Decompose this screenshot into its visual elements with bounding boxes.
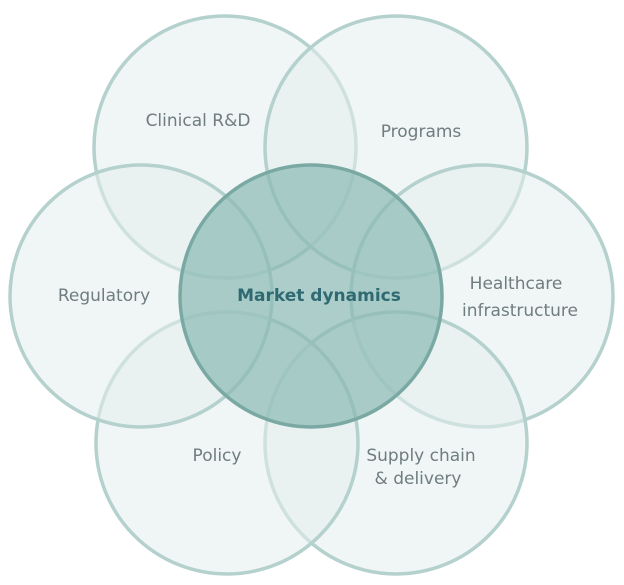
circle-market-dynamics xyxy=(178,163,444,429)
label-supply-chain-line1: Supply chain xyxy=(366,446,475,466)
label-clinical-rd: Clinical R&D xyxy=(146,111,251,131)
label-regulatory: Regulatory xyxy=(58,286,150,306)
label-policy: Policy xyxy=(193,446,242,466)
label-programs: Programs xyxy=(381,122,462,142)
label-healthcare-line1: Healthcare xyxy=(470,274,563,294)
label-healthcare-line2: infrastructure xyxy=(462,301,578,321)
label-supply-chain-line2: & delivery xyxy=(375,469,462,489)
label-market-dynamics: Market dynamics xyxy=(237,286,401,306)
